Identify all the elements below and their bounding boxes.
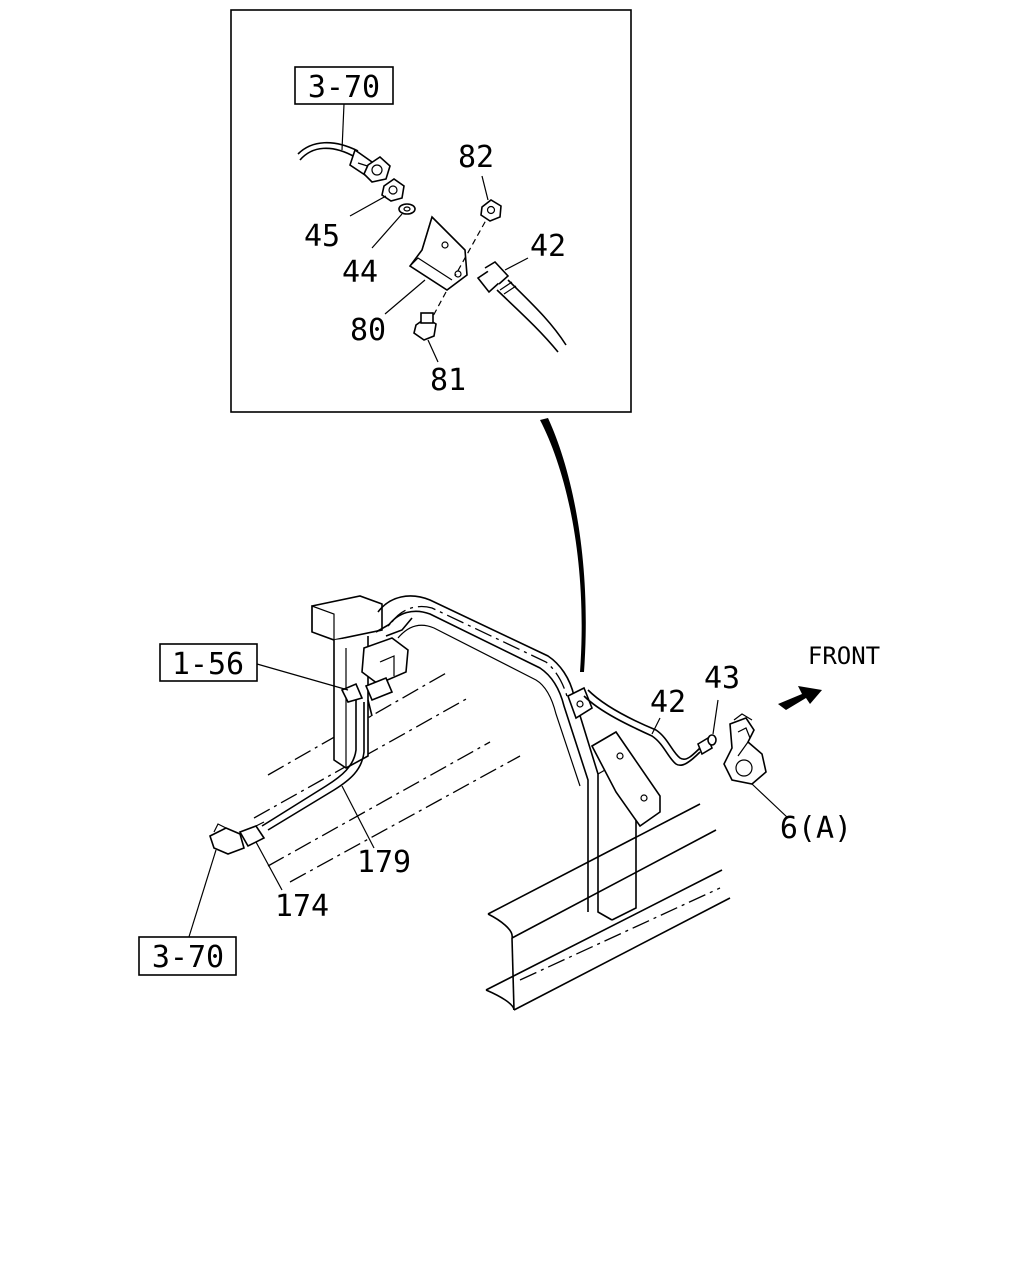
- ref-label-3-70-bottom: 3-70: [152, 940, 224, 975]
- part-label-174: 174: [275, 889, 329, 924]
- valve-block: [340, 617, 413, 717]
- main-assembly: 179 174 3-70 1-56 42: [138, 595, 880, 1011]
- part-label-44: 44: [342, 255, 378, 290]
- part-label-80: 80: [350, 313, 386, 348]
- leader-45: [349, 195, 387, 217]
- left-upright: [311, 595, 383, 769]
- nut-45-icon: [381, 178, 405, 202]
- front-direction-label: FRONT: [808, 642, 880, 670]
- part-label-6a: 6(A): [780, 811, 852, 846]
- bracket-80-icon: [408, 215, 468, 291]
- leader-42-inset: [504, 257, 529, 271]
- ref-label-3-70-top: 3-70: [308, 70, 380, 105]
- part-label-42-main: 42: [650, 685, 686, 720]
- nut-82-icon: [480, 199, 502, 222]
- washer-43-icon: [707, 734, 717, 746]
- leader-174: [255, 841, 283, 891]
- leader-1-56: [256, 663, 349, 691]
- valve-6a-icon: [723, 713, 767, 785]
- inset-frame: [230, 9, 632, 413]
- pipe-clip: [567, 686, 593, 720]
- inset-detail: 3-70 45 44: [230, 9, 632, 413]
- leader-82: [481, 175, 489, 201]
- ref-label-1-56: 1-56: [172, 647, 244, 682]
- leader-179: [341, 785, 375, 849]
- part-label-45: 45: [304, 219, 340, 254]
- leader-42-main: [651, 717, 661, 735]
- leader-44: [371, 213, 403, 249]
- part-label-43: 43: [704, 661, 740, 696]
- centerline-4: [289, 755, 521, 883]
- part-label-179: 179: [357, 845, 411, 880]
- ref-box-1-56[interactable]: 1-56: [159, 643, 258, 682]
- detail-connector-arrow: [540, 418, 586, 672]
- leader-81: [427, 339, 439, 363]
- ref-box-3-70-bottom[interactable]: 3-70: [138, 936, 237, 976]
- centerline-5: [519, 887, 721, 981]
- ref-box-3-70-top[interactable]: 3-70: [294, 66, 394, 105]
- align-line-82: [454, 212, 491, 277]
- fitting-174-icon: [238, 821, 266, 848]
- frame-rail: [485, 803, 731, 1011]
- hose-end-icon: [209, 823, 245, 855]
- part-label-81: 81: [430, 363, 466, 398]
- bolt-81-icon: [413, 312, 437, 341]
- leader-3-70-top: [341, 103, 345, 151]
- pipe-arch: [377, 595, 637, 921]
- leader-3-70-bottom: [187, 849, 217, 941]
- pipe-179: [261, 700, 365, 831]
- centerline-2: [253, 697, 469, 819]
- leader-80: [384, 279, 426, 315]
- washer-44-icon: [398, 203, 416, 215]
- front-arrow-icon: [778, 686, 822, 710]
- part-label-42-inset: 42: [530, 229, 566, 264]
- centerline-3: [267, 741, 491, 867]
- leader-43: [712, 699, 719, 735]
- leader-6a: [751, 783, 789, 819]
- part-label-82: 82: [458, 140, 494, 175]
- align-line-81: [431, 291, 447, 319]
- brake-pipe-42-inset: [476, 260, 567, 353]
- arch-bracket: [590, 730, 661, 828]
- flare-nut-icon: [363, 155, 391, 183]
